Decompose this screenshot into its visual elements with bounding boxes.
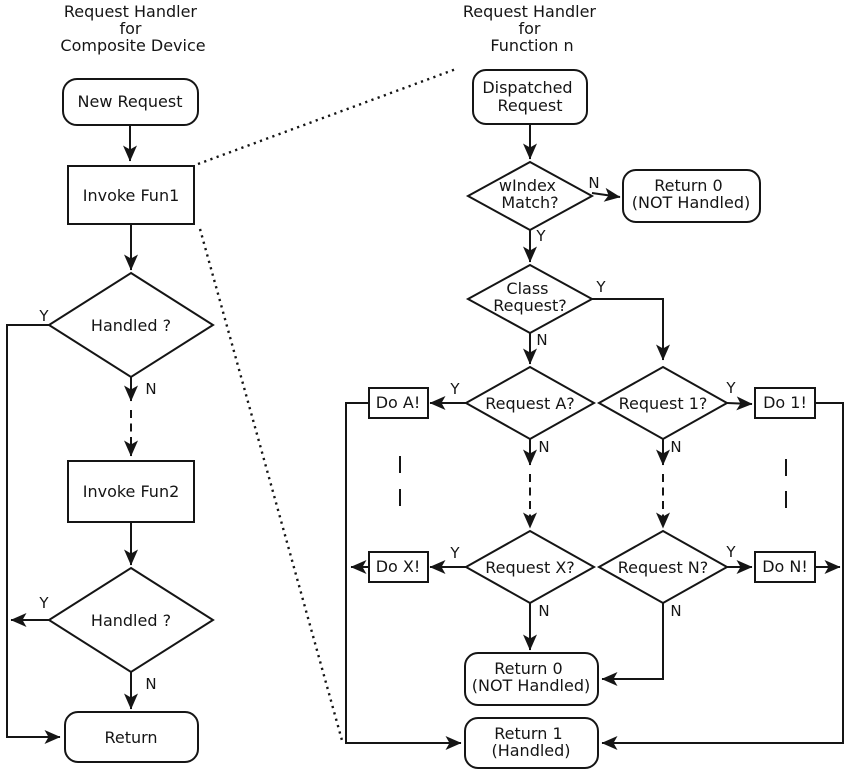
label-no-request-a: N (538, 438, 549, 456)
edge-request1-yes-to-do1 (726, 396, 753, 411)
dispatched-line2: Request (498, 96, 563, 115)
zoom-dotted-line-bottom (198, 228, 345, 745)
node-new-request-label: New Request (78, 92, 183, 111)
label-yes-request-n: Y (725, 543, 736, 561)
return0-bottom-line1: Return 0 (494, 659, 562, 678)
label-no-request-x: N (538, 602, 549, 620)
class-request-line2: Request? (493, 296, 566, 315)
return1-line2: (Handled) (491, 741, 570, 760)
node-request-n-label: Request N? (618, 558, 709, 577)
windex-line2: Match? (501, 193, 558, 212)
node-class-request-label: Class Request? (493, 279, 566, 315)
return0-top-line2: (NOT Handled) (632, 193, 750, 212)
right-title-line2: for (518, 19, 540, 38)
node-invoke-fun2-label: Invoke Fun2 (83, 482, 180, 501)
label-yes-handled2: Y (38, 594, 49, 612)
return0-bottom-line2: (NOT Handled) (472, 676, 590, 695)
class-request-line1: Class (506, 279, 548, 298)
left-title-line2: for (119, 19, 141, 38)
return1-line1: Return 1 (494, 724, 562, 743)
label-no-request-1: N (670, 438, 681, 456)
node-request-a-label: Request A? (485, 394, 575, 413)
edge-doA-to-return1 (345, 402, 462, 750)
node-do-n-label: Do N! (762, 557, 808, 576)
node-return1 (464, 717, 599, 769)
node-do-a (368, 387, 429, 419)
label-yes-request-1: Y (725, 379, 736, 397)
node-request-x-label: Request X? (485, 558, 575, 577)
label-yes-request-x: Y (449, 544, 460, 562)
label-yes-handled1: Y (38, 307, 49, 325)
label-no-windex: N (588, 174, 599, 192)
left-title-line3: Composite Device (60, 36, 205, 55)
right-title-line3: Function n (490, 36, 573, 55)
node-return0-bottom (464, 652, 599, 706)
label-no-request-n: N (670, 602, 681, 620)
node-invoke-fun2 (67, 460, 195, 523)
dispatched-line1: Dispatched (482, 78, 572, 97)
label-no-handled2: N (145, 675, 156, 693)
label-yes-request-a: Y (449, 380, 460, 398)
edge-class-yes-to-request1 (592, 298, 670, 361)
node-handled1-label: Handled ? (91, 316, 171, 335)
node-do-x-label: Do X! (376, 557, 421, 576)
node-do-1 (754, 387, 816, 419)
label-yes-windex: Y (535, 227, 546, 245)
label-no-handled1: N (145, 380, 156, 398)
node-return1-label: Return 1 (Handled) (491, 724, 570, 760)
right-title-line1: Request Handler (463, 2, 597, 21)
node-do-a-label: Do A! (376, 393, 421, 412)
node-windex-label: wIndex Match? (499, 176, 561, 212)
label-yes-class-request: Y (595, 278, 606, 296)
left-diagram-title: Request Handler for Composite Device (60, 2, 205, 55)
node-dispatched-request-label: Dispatched Request (482, 78, 577, 115)
label-no-class-request: N (536, 331, 547, 349)
node-do-1-label: Do 1! (763, 393, 807, 412)
node-invoke-fun1-label: Invoke Fun1 (83, 186, 180, 205)
node-return0-top-label: Return 0 (NOT Handled) (632, 176, 750, 212)
node-return (64, 711, 199, 763)
edge-do1-to-return1 (601, 402, 844, 750)
node-return0-top (622, 169, 761, 223)
node-return0-bottom-label: Return 0 (NOT Handled) (472, 659, 590, 695)
right-diagram-title: Request Handler for Function n (463, 2, 601, 55)
node-do-x (368, 551, 429, 583)
node-invoke-fun1 (67, 165, 195, 225)
return0-top-line1: Return 0 (654, 176, 722, 195)
node-request-1-label: Request 1? (619, 394, 708, 413)
edge-handled1-yes-to-return (6, 324, 61, 744)
node-handled2-label: Handled ? (91, 611, 171, 630)
left-title-line1: Request Handler (64, 2, 198, 21)
zoom-dotted-line-top (197, 67, 457, 166)
edge-requestN-no-to-return0 (601, 603, 664, 686)
edge-windex-no-to-return0top (591, 187, 621, 202)
windex-line1: wIndex (499, 176, 556, 195)
node-return-label: Return (104, 728, 157, 747)
